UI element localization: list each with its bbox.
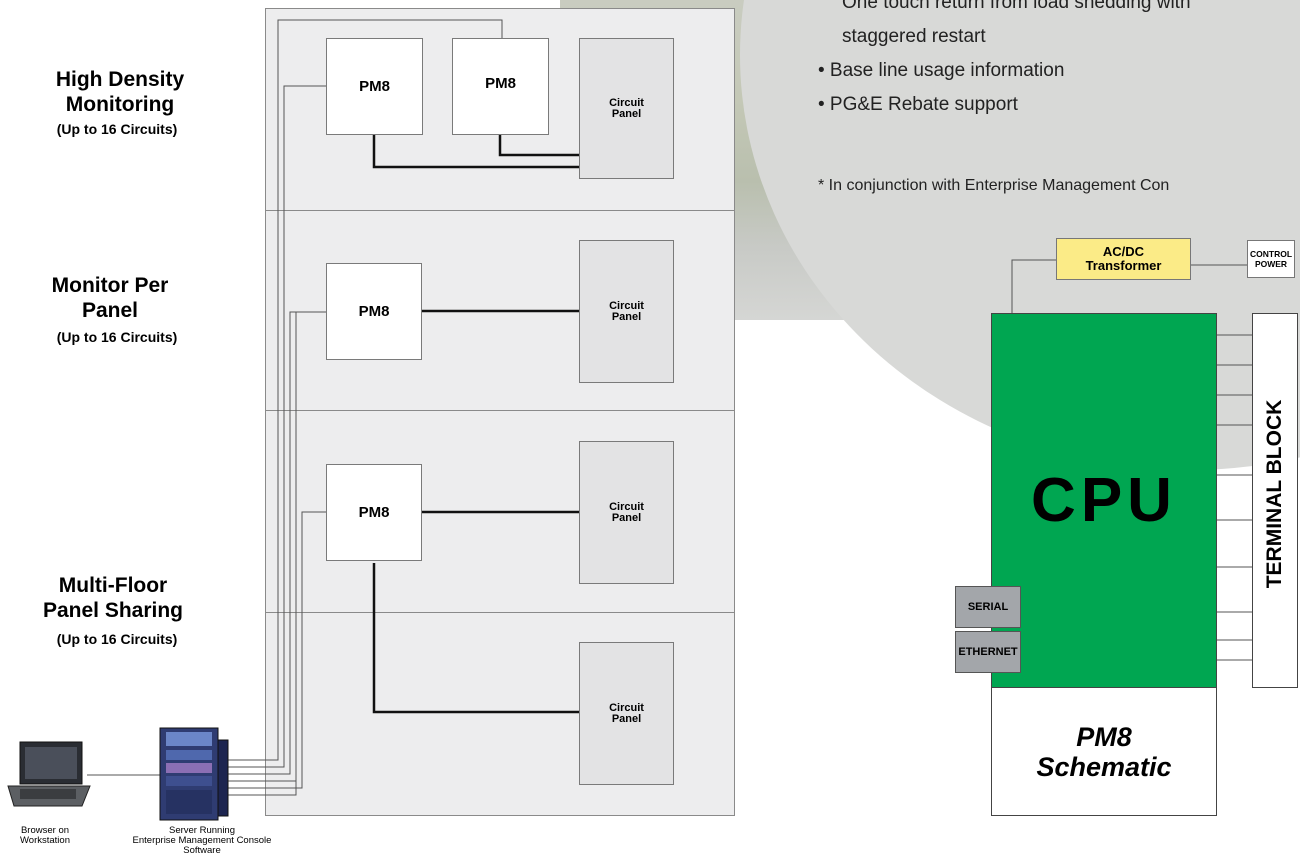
caption-line: Workstation bbox=[20, 835, 70, 846]
pm8-box: PM8 bbox=[452, 38, 549, 135]
circuit-panel-label: Circuit bbox=[609, 701, 644, 714]
server-tower-icon bbox=[159, 727, 229, 821]
acdc-transformer-box: AC/DC Transformer bbox=[1056, 238, 1191, 280]
circuit-panel-label: Panel bbox=[611, 511, 642, 524]
section-title-line: Multi-Floor bbox=[58, 574, 168, 597]
bullet-line: staggered restart bbox=[842, 26, 986, 47]
section-title-line: Panel Sharing bbox=[42, 599, 184, 622]
section-subtitle: (Up to 16 Circuits) bbox=[56, 329, 178, 345]
feature-bullets: One touch return from load shedding with… bbox=[818, 0, 1191, 122]
circuit-panel-label: Panel bbox=[611, 107, 642, 120]
ethernet-port: ETHERNET bbox=[955, 631, 1021, 673]
bullet-line: One touch return from load shedding with bbox=[842, 0, 1191, 13]
cpu-block: CPU bbox=[991, 313, 1217, 688]
transformer-label: Transformer bbox=[1085, 258, 1162, 273]
pm8-box: PM8 bbox=[326, 464, 422, 561]
pm8-box: PM8 bbox=[326, 38, 423, 135]
section-subtitle: (Up to 16 Circuits) bbox=[56, 121, 178, 137]
control-power-label: POWER bbox=[1254, 259, 1288, 269]
bullet-line: • Base line usage information bbox=[818, 60, 1065, 81]
control-power-label: CONTROL bbox=[1249, 249, 1293, 259]
caption-line: Browser on bbox=[20, 825, 70, 836]
transformer-label: AC/DC bbox=[1102, 244, 1145, 259]
section-title-line: Monitor Per bbox=[51, 274, 169, 297]
section-title-line: Panel bbox=[81, 299, 139, 322]
footnote: * In conjunction with Enterprise Managem… bbox=[818, 177, 1170, 194]
circuit-panel-label: Circuit bbox=[609, 299, 644, 312]
section-subtitle: (Up to 16 Circuits) bbox=[56, 631, 178, 647]
serial-port: SERIAL bbox=[955, 586, 1021, 628]
circuit-panel-label: Circuit bbox=[609, 96, 644, 109]
bullet-line: • PG&E Rebate support bbox=[818, 94, 1018, 115]
terminal-block bbox=[1252, 313, 1298, 688]
pm8-schematic-title: PM8 Schematic bbox=[991, 688, 1217, 816]
section-title-monitor-per-panel: Monitor Per Panel bbox=[0, 273, 230, 323]
control-power-box: CONTROL POWER bbox=[1247, 240, 1295, 278]
circuit-panel-label: Panel bbox=[611, 310, 642, 323]
server-caption: Server Running Enterprise Management Con… bbox=[112, 826, 292, 856]
section-divider bbox=[265, 612, 735, 613]
section-title-line: High Density bbox=[55, 68, 185, 91]
section-title-line: Monitoring bbox=[65, 93, 175, 116]
laptop-caption: Browser on Workstation bbox=[12, 826, 78, 846]
circuit-panel-label: Panel bbox=[611, 712, 642, 725]
caption-line: Software bbox=[183, 845, 221, 856]
schematic-title-line: PM8 bbox=[1076, 721, 1132, 752]
section-divider bbox=[265, 210, 735, 211]
section-divider bbox=[265, 410, 735, 411]
section-title-multi-floor: Multi-Floor Panel Sharing bbox=[0, 573, 233, 623]
pm8-box: PM8 bbox=[326, 263, 422, 360]
caption-line: Server Running bbox=[168, 825, 235, 836]
section-title-high-density: High Density Monitoring bbox=[0, 67, 240, 117]
circuit-panel-label: Circuit bbox=[609, 500, 644, 513]
laptop-icon bbox=[7, 741, 91, 807]
caption-line: Enterprise Management Console bbox=[132, 835, 272, 846]
terminal-block-label: TERMINAL BLOCK bbox=[1263, 399, 1286, 589]
schematic-title-line: Schematic bbox=[1036, 751, 1172, 782]
